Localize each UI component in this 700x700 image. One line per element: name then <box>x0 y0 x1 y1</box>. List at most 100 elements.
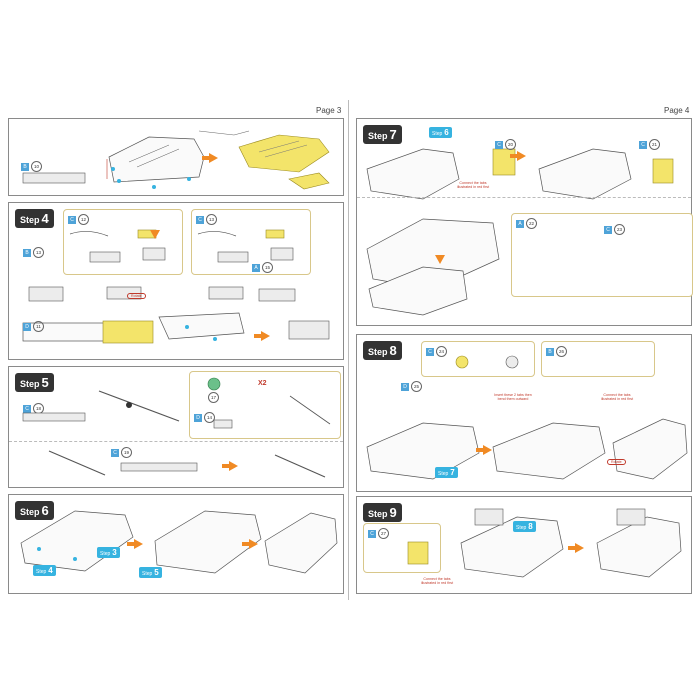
part-number: 25 <box>411 381 422 392</box>
step5-lower-illustration <box>48 450 326 478</box>
step-badge-5: Step 5 <box>15 373 54 392</box>
page-label-left: Page 3 <box>316 106 342 115</box>
step5-frame-illustration <box>22 390 180 422</box>
step8-hood-illustration <box>366 418 688 480</box>
arrow-right <box>510 151 526 161</box>
part-number: 22 <box>526 218 537 229</box>
rotate-label-2: Rotate <box>607 459 626 465</box>
part-letter: C <box>604 225 612 234</box>
step-ref-word: Step <box>100 551 111 557</box>
page-label-right: Page 4 <box>664 106 690 115</box>
part-letter: C <box>23 404 31 413</box>
part-letter: A <box>252 263 260 272</box>
part-number: 21 <box>649 139 660 150</box>
part-letter: A <box>516 219 524 228</box>
step-word: Step <box>20 379 40 389</box>
step-ref-number: 6 <box>444 128 449 137</box>
step-number: 7 <box>389 127 397 142</box>
part-tag-c17: 17 <box>208 392 219 403</box>
subassembly-a22: A 22 C 23 <box>511 213 693 297</box>
part-letter: D <box>194 413 202 422</box>
part-number: 15 <box>262 262 273 273</box>
part-number: 11 <box>33 321 44 332</box>
step-word: Step <box>20 215 40 225</box>
step-badge-9: Step 9 <box>363 503 402 522</box>
part-tag-c23: C 23 <box>604 224 625 235</box>
step-number: 5 <box>41 375 49 390</box>
step-ref-word: Step <box>142 571 153 577</box>
part-tag-b10: B 10 <box>21 161 42 172</box>
arrow-down <box>435 255 445 264</box>
panel-step-5: Step 5 C 18 17 X2 D 14 C 19 <box>8 366 344 488</box>
subassembly-b26: B 26 <box>541 341 655 377</box>
part-number: 17 <box>208 392 219 403</box>
part-c27-illustration <box>407 541 429 565</box>
part-letter: B <box>546 347 554 356</box>
part-tag-d14: D 14 <box>194 412 215 423</box>
part-tag-d11: D 11 <box>23 321 44 332</box>
panel-step-9: Step 9 C 27 Connect the tabs illustrated… <box>356 496 692 594</box>
part-letter: C <box>639 140 647 149</box>
panel-step-7: Step 7 Step 6 C 20 C 21 Connect the tabs… <box>356 118 693 326</box>
part-tag-c21: C 21 <box>639 139 660 150</box>
part-letter: C <box>68 215 76 224</box>
part-number: 26 <box>556 346 567 357</box>
panel-step3-continuation: B 10 <box>8 118 344 196</box>
part-letter: C <box>426 347 434 356</box>
subassembly-c24: C 24 <box>421 341 535 377</box>
part-number: 24 <box>436 346 447 357</box>
step-ref-number: 8 <box>528 522 533 531</box>
part-c24-illustration <box>455 355 519 369</box>
step-word: Step <box>20 507 40 517</box>
part-tag-c13: C 13 <box>196 214 217 225</box>
section-divider <box>357 197 691 198</box>
step-badge-7: Step 7 <box>363 125 402 144</box>
part-letter: D <box>23 322 31 331</box>
subassembly-c13: C 13 A 15 <box>191 209 311 275</box>
step-ref-number: 5 <box>154 568 159 577</box>
part-tag-c12: C 12 <box>68 214 89 225</box>
part-letter: B <box>23 248 31 257</box>
part-number: 20 <box>505 139 516 150</box>
part-tag-a22: A 22 <box>516 218 537 229</box>
step-ref-7: Step 7 <box>435 467 458 478</box>
step-ref-number: 7 <box>450 468 455 477</box>
arrow-right <box>476 445 492 455</box>
step-number: 6 <box>41 503 49 518</box>
step-ref-number: 3 <box>112 548 117 557</box>
step-badge-4: Step 4 <box>15 209 54 228</box>
part-tag-c27: C 27 <box>368 528 389 539</box>
step-ref-word: Step <box>516 525 527 531</box>
arrow-down <box>150 230 160 239</box>
part-tag-a15: A 15 <box>252 262 273 273</box>
part-number: 27 <box>378 528 389 539</box>
section-divider <box>9 441 343 442</box>
step-ref-8: Step 8 <box>513 521 536 532</box>
step-word: Step <box>368 131 388 141</box>
part-letter: D <box>401 382 409 391</box>
panel-step-6: Step 6 Step 3 Step 4 Step 5 <box>8 494 344 594</box>
step6-hood-illustration <box>20 510 338 574</box>
part-c17-illustration <box>207 377 331 429</box>
step-ref-5: Step 5 <box>139 567 162 578</box>
part-number: 19 <box>121 447 132 458</box>
part-number: 23 <box>614 224 625 235</box>
step-word: Step <box>368 347 388 357</box>
subassembly-c17: 17 X2 D 14 <box>189 371 341 439</box>
page-divider <box>348 100 349 600</box>
part-number: 13 <box>206 214 217 225</box>
step4-assembly-illustration <box>22 286 330 344</box>
arrow-right <box>127 539 143 549</box>
part-tag-c20: C 20 <box>495 139 516 150</box>
step-ref-3: Step 3 <box>97 547 120 558</box>
step-word: Step <box>368 509 388 519</box>
step-ref-word: Step <box>438 471 449 477</box>
step-ref-number: 4 <box>48 566 53 575</box>
part-letter: B <box>21 162 29 171</box>
quantity-times-two: X2 <box>258 380 267 387</box>
rotate-label: Rotate <box>127 293 146 299</box>
step-ref-word: Step <box>432 131 443 137</box>
arrow-right <box>568 543 584 553</box>
part-letter: C <box>196 215 204 224</box>
arrow-right <box>254 331 270 341</box>
